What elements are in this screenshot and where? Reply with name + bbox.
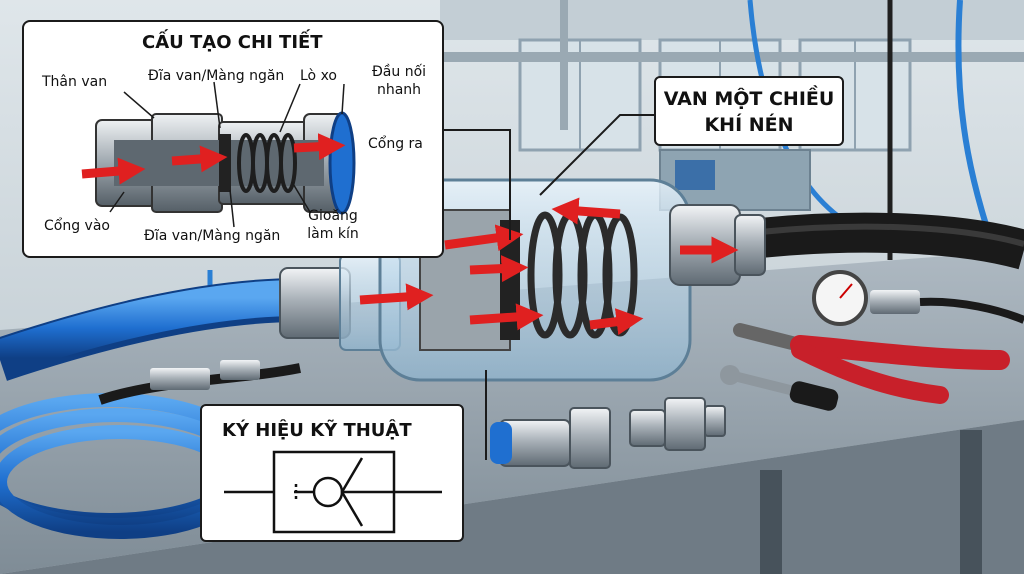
label-seal-line2: làm kín — [307, 226, 359, 242]
label-body: Thân van — [42, 74, 108, 90]
technical-symbol-panel: KÝ HIỆU KỸ THUẬT — [200, 404, 464, 542]
label-quick-fitting-line2: nhanh — [376, 82, 422, 98]
main-label-box: VAN MỘT CHIỀU KHÍ NÉN — [654, 76, 844, 146]
detail-panel-title: CẤU TẠO CHI TIẾT — [142, 32, 323, 53]
main-label-line1: VAN MỘT CHIỀU — [663, 88, 835, 110]
symbol-panel-title: KÝ HIỆU KỸ THUẬT — [222, 420, 412, 441]
label-disc-top: Đĩa van/Màng ngăn — [148, 68, 285, 84]
check-valve-cutaway — [279, 178, 766, 382]
label-seal-line1: Gioăng — [308, 208, 358, 224]
label-quick-fitting-line1: Đầu nối — [371, 64, 427, 80]
label-inlet: Cổng vào — [44, 218, 110, 234]
detail-structure-panel: CẤU TẠO CHI TIẾT Thân van Đĩa van/Màng n… — [22, 20, 444, 258]
label-outlet: Cổng ra — [368, 136, 423, 152]
cutaway-detail-drawing — [81, 81, 356, 228]
label-spring: Lò xo — [300, 68, 337, 84]
main-label-line2: KHÍ NÉN — [704, 114, 794, 136]
label-disc-bottom: Đĩa van/Màng ngăn — [144, 228, 281, 244]
check-valve-symbol — [224, 450, 442, 534]
